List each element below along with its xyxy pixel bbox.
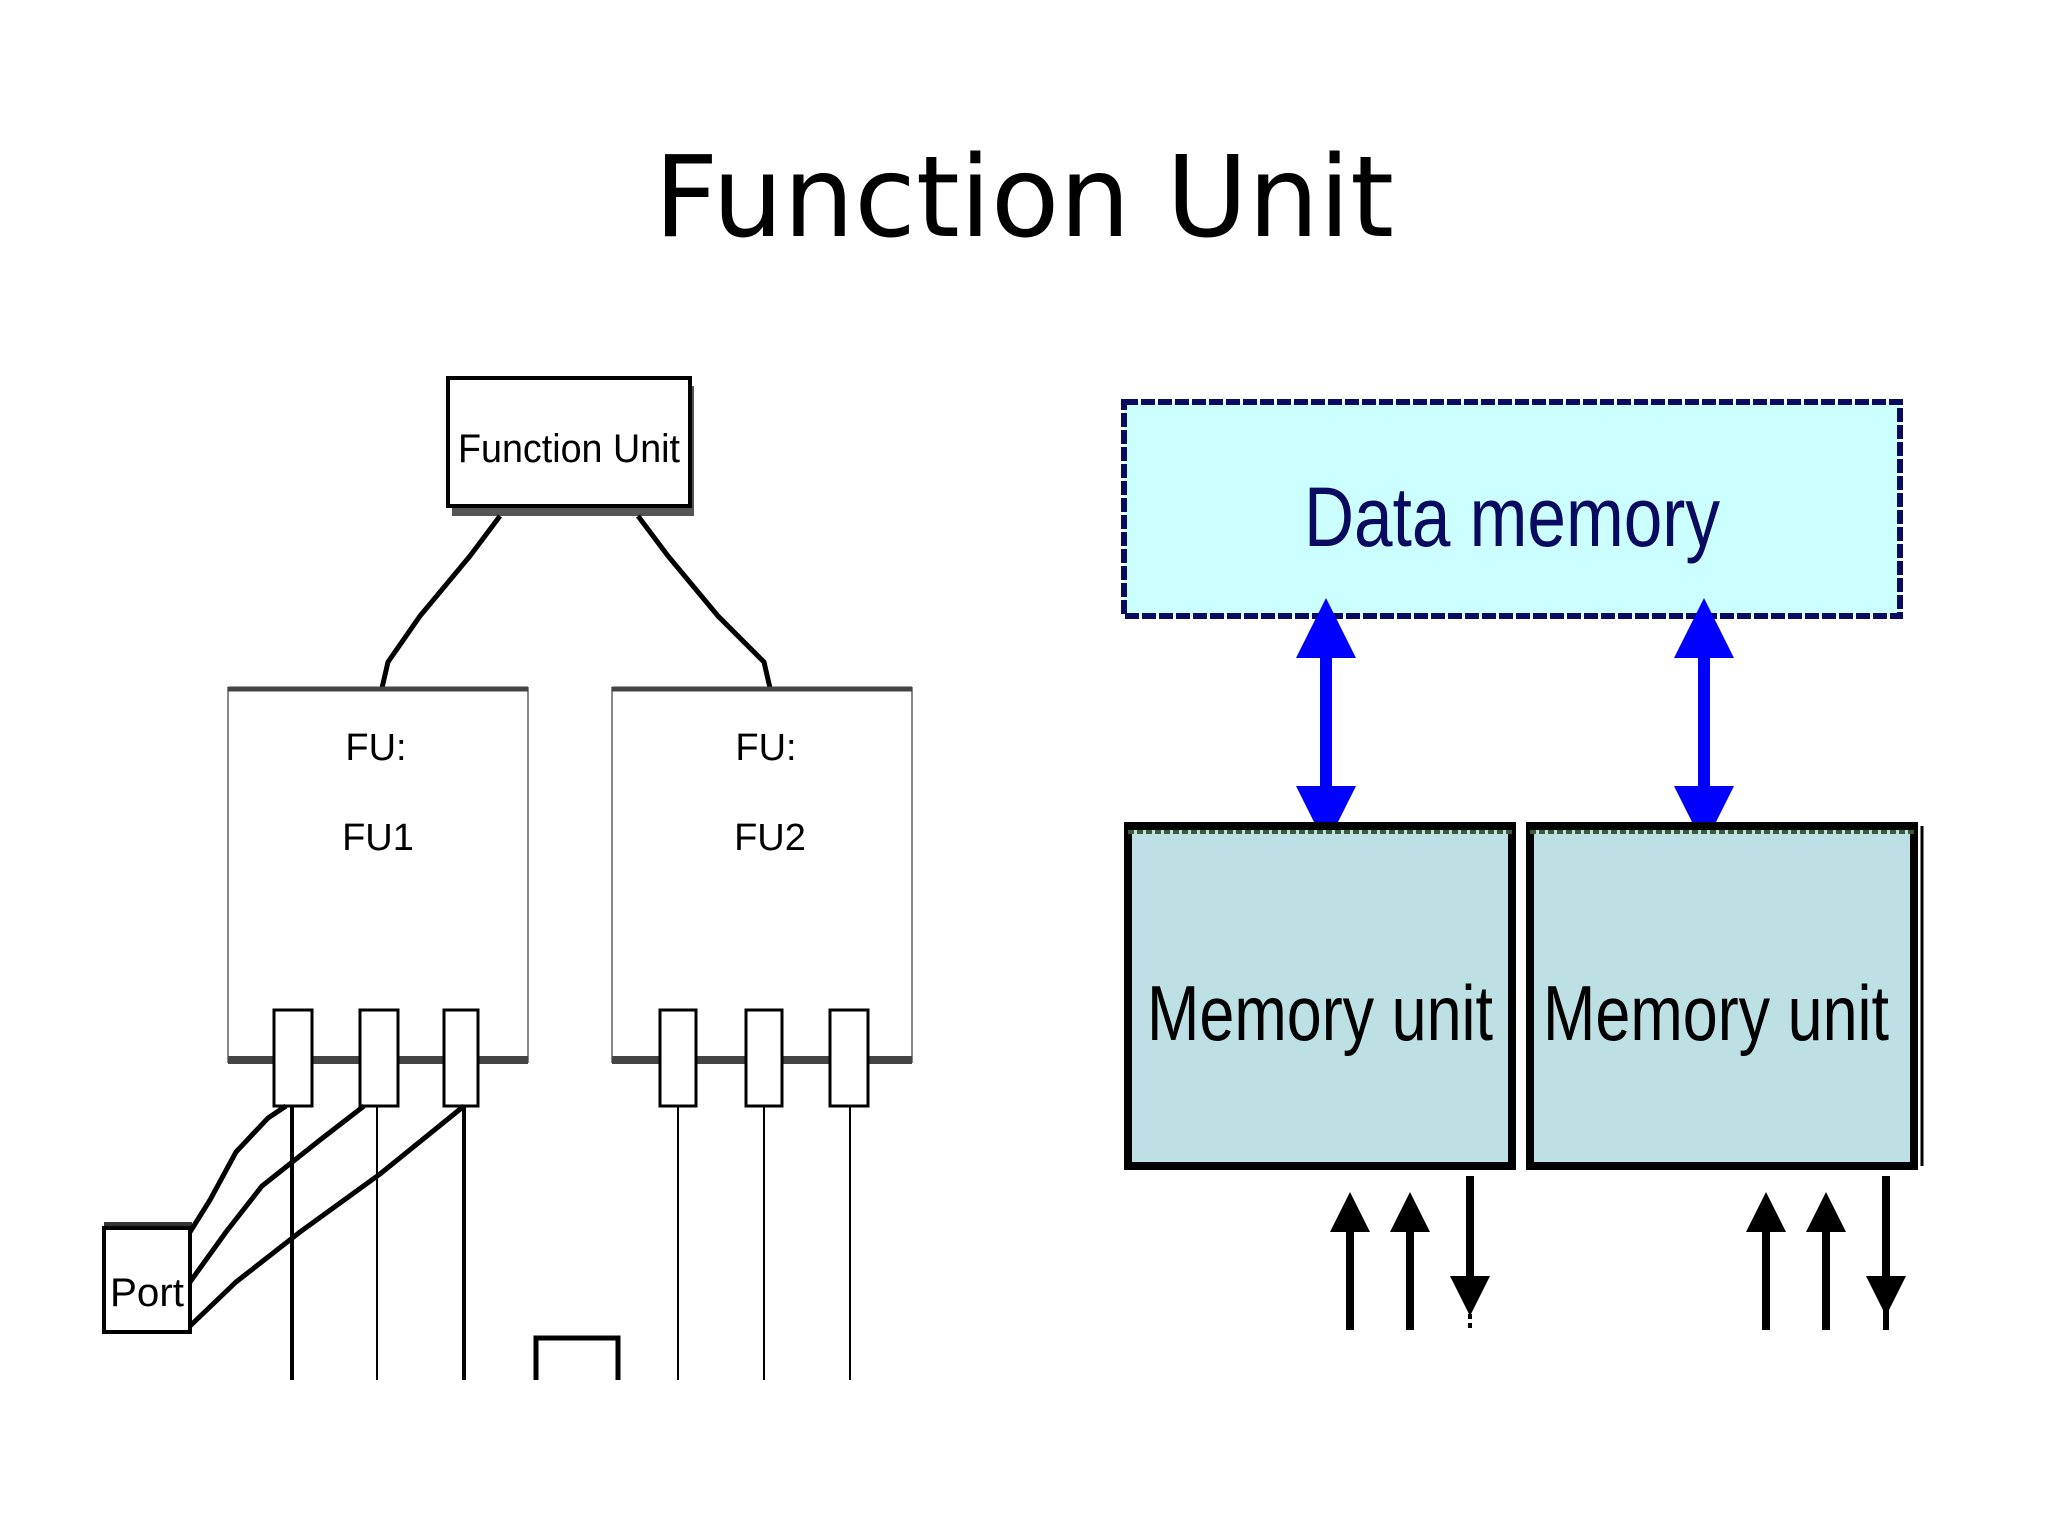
bus-lines xyxy=(290,1106,851,1380)
port-connector xyxy=(358,1008,400,1108)
function-unit-label: Function Unit xyxy=(458,427,680,471)
memory-unit-1: Memory unit xyxy=(1124,822,1516,1170)
port-connector xyxy=(658,1008,698,1108)
port-connector xyxy=(272,1008,314,1108)
port-connector xyxy=(442,1008,480,1108)
fu-name-label: FU1 xyxy=(342,817,414,859)
memory-unit-label: Memory unit xyxy=(1147,969,1493,1057)
port-wire xyxy=(187,1104,366,1284)
port-box: Port xyxy=(102,1222,192,1334)
data-memory-label: Data memory xyxy=(1304,470,1720,564)
fu-name-label: FU2 xyxy=(734,817,806,859)
data-memory-box: Data memory xyxy=(1121,399,1903,619)
fu-box-2: FU: FU2 xyxy=(611,686,913,1108)
port-wire xyxy=(188,1104,466,1328)
memory-unit-2: Memory unit xyxy=(1526,822,1924,1170)
port-connector xyxy=(828,1008,870,1108)
port-wire xyxy=(187,1103,288,1234)
function-unit-box: Function Unit xyxy=(446,376,694,516)
connector-line xyxy=(379,514,502,689)
fu-box-1: FU: FU1 xyxy=(227,686,529,1108)
fu-type-label: FU: xyxy=(735,727,796,769)
port-connector xyxy=(744,1008,784,1108)
memory-unit-label: Memory unit xyxy=(1543,969,1889,1057)
io-arrows xyxy=(1330,1176,1906,1330)
port-label: Port xyxy=(110,1271,184,1315)
fu-type-label: FU: xyxy=(345,727,406,769)
connector-line xyxy=(636,514,773,689)
right-diagram: Data memory Memory unit Memory unit xyxy=(1121,399,1924,1330)
slide-title: Function Unit xyxy=(654,133,1394,263)
partial-box xyxy=(533,1335,621,1380)
left-diagram: Function Unit FU: FU1 FU: FU2 xyxy=(102,376,913,1380)
